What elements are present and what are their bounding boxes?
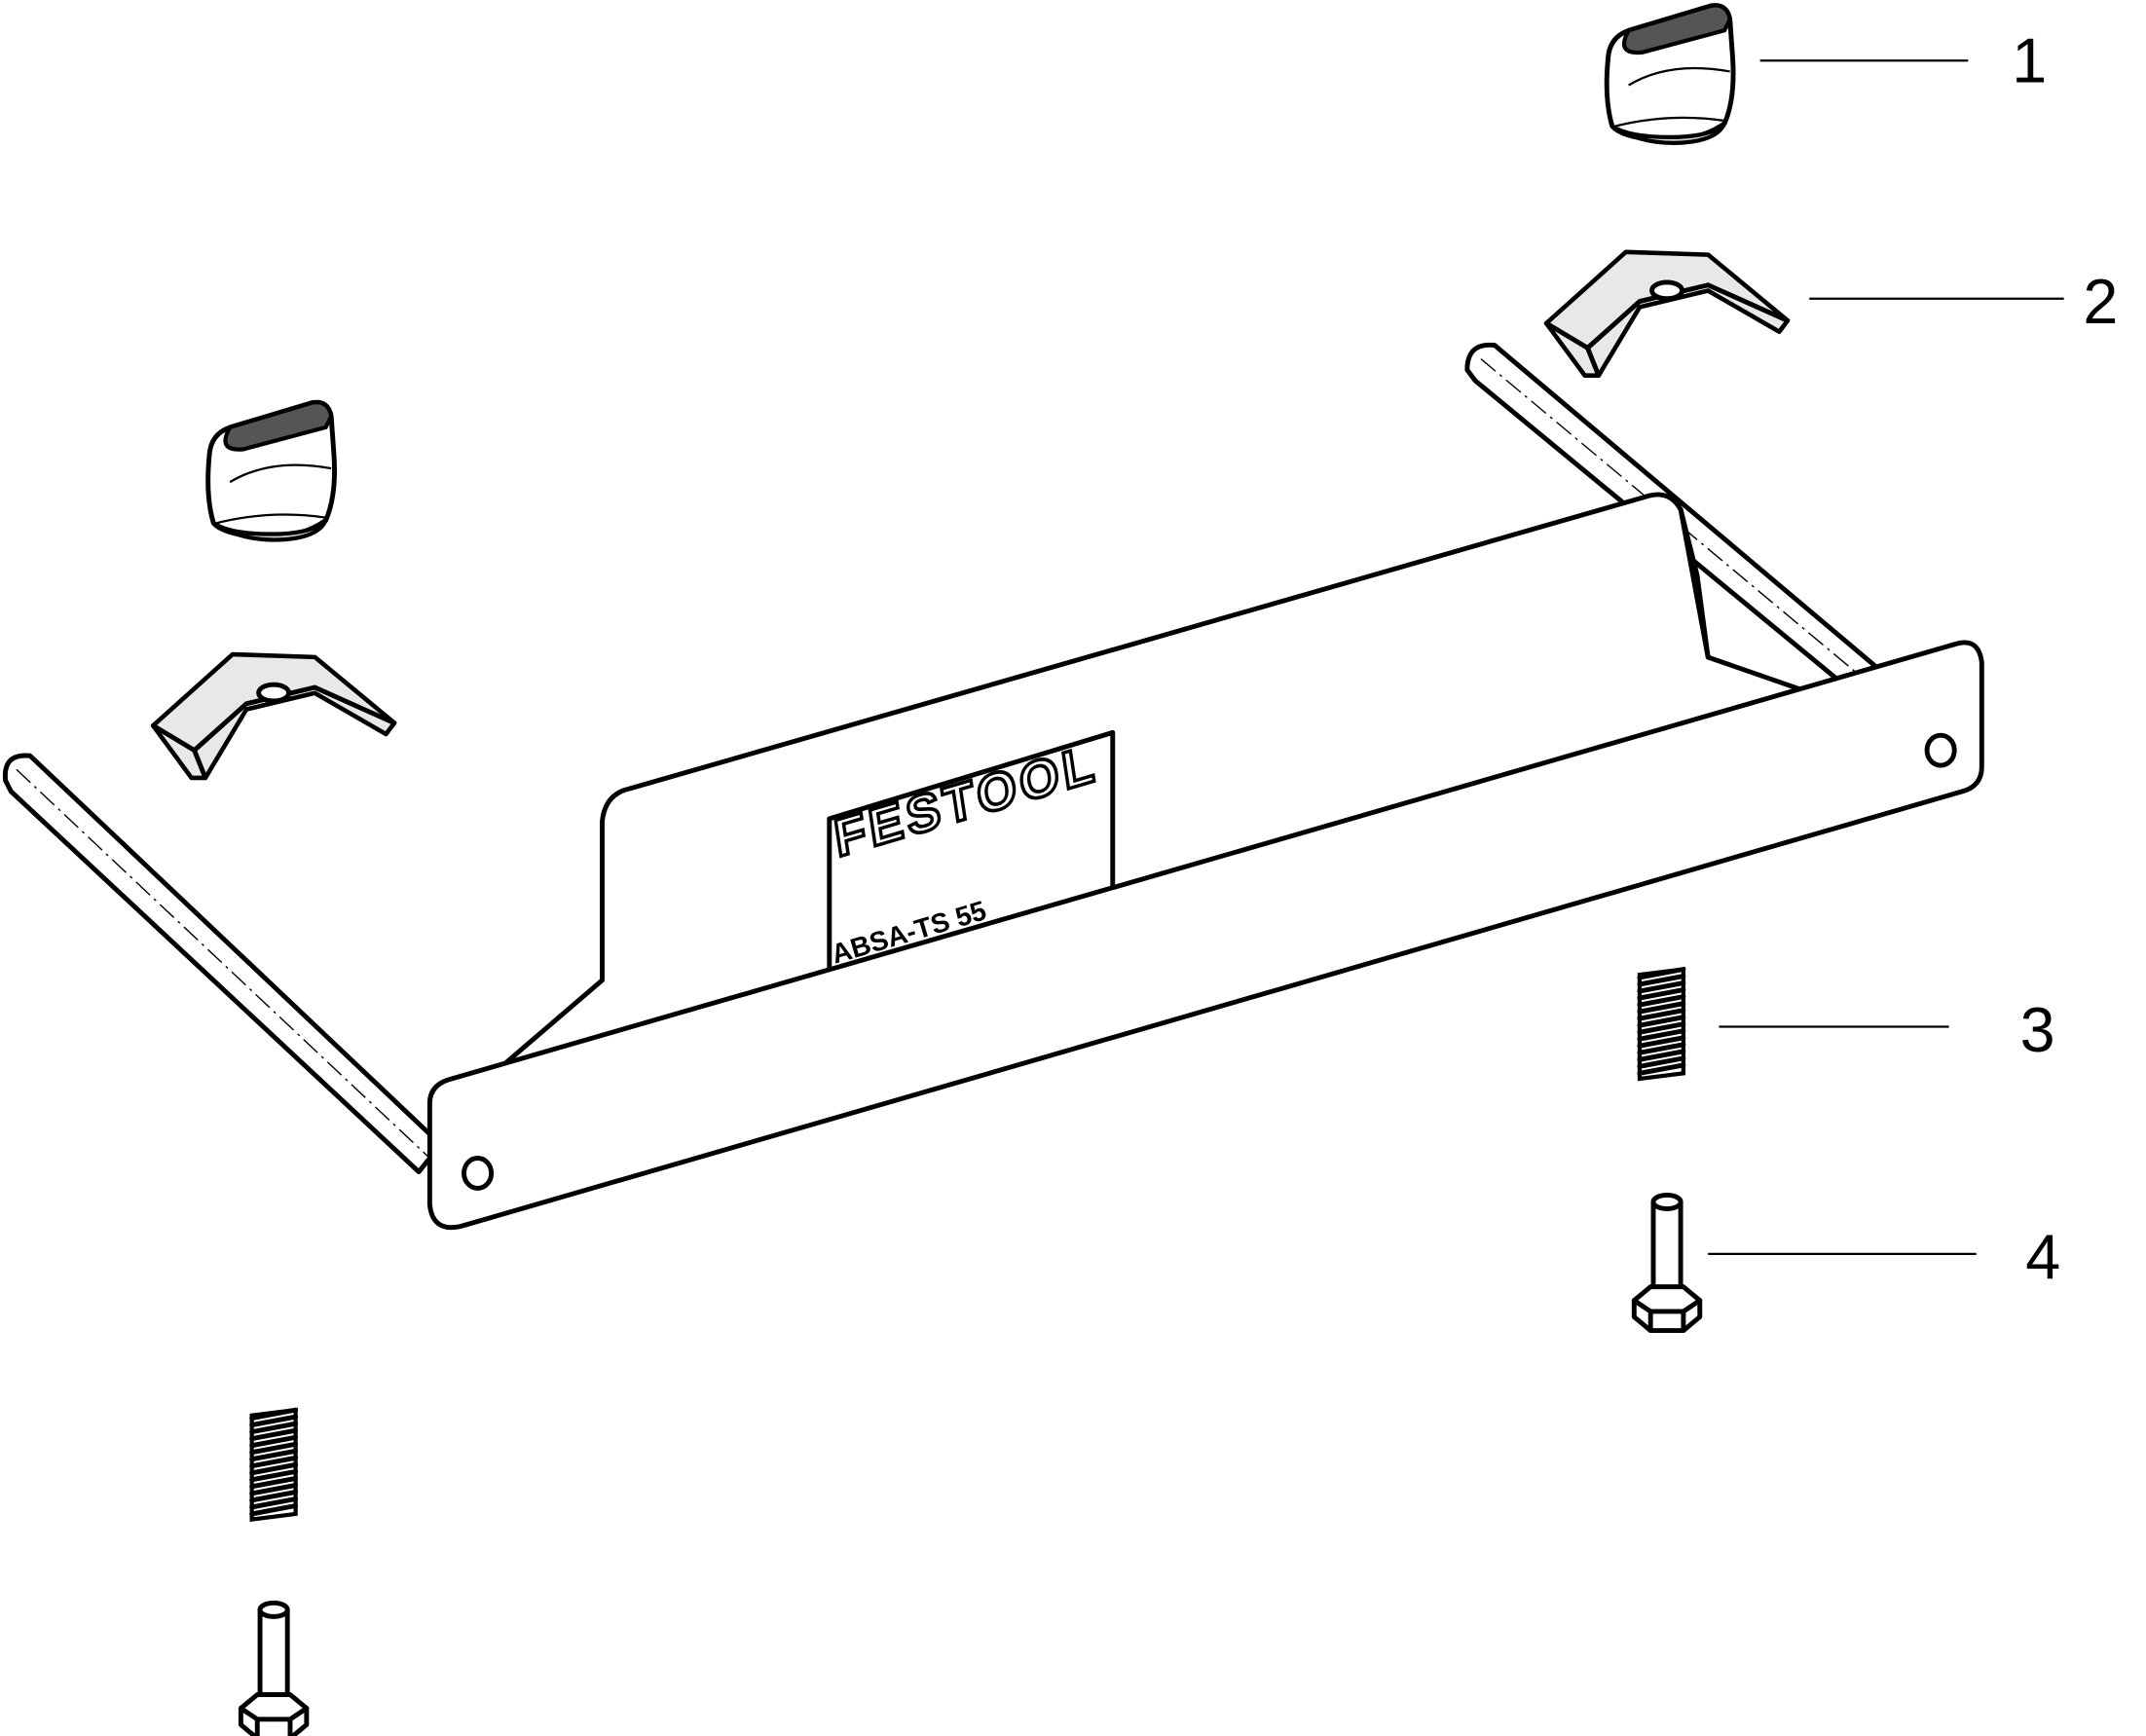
hex-bolt-left: [240, 1603, 306, 1736]
callout-number: 3: [2020, 994, 2055, 1065]
callout-number: 1: [2012, 25, 2047, 96]
callout-3: 3: [1719, 994, 2055, 1065]
callout-number: 2: [2083, 266, 2118, 337]
label-plate: FESTOOL ABSA-TS 55: [827, 729, 1116, 975]
callout-4: 4: [1708, 1221, 2060, 1292]
front-bar: [426, 640, 1984, 1231]
guide-rod-left: [2, 753, 444, 1175]
knob-part-1: [1607, 6, 1733, 143]
spring-left: [252, 1410, 296, 1519]
callout-2: 2: [1809, 266, 2118, 337]
hex-bolt-part-4: [1634, 1195, 1699, 1330]
clamp-block-part-2: [1546, 252, 1787, 376]
clamp-block-left: [153, 654, 393, 778]
knob-left: [208, 402, 335, 539]
spring-part-3: [1640, 970, 1684, 1079]
callout-1: 1: [1759, 25, 2047, 96]
callout-number: 4: [2025, 1221, 2060, 1292]
